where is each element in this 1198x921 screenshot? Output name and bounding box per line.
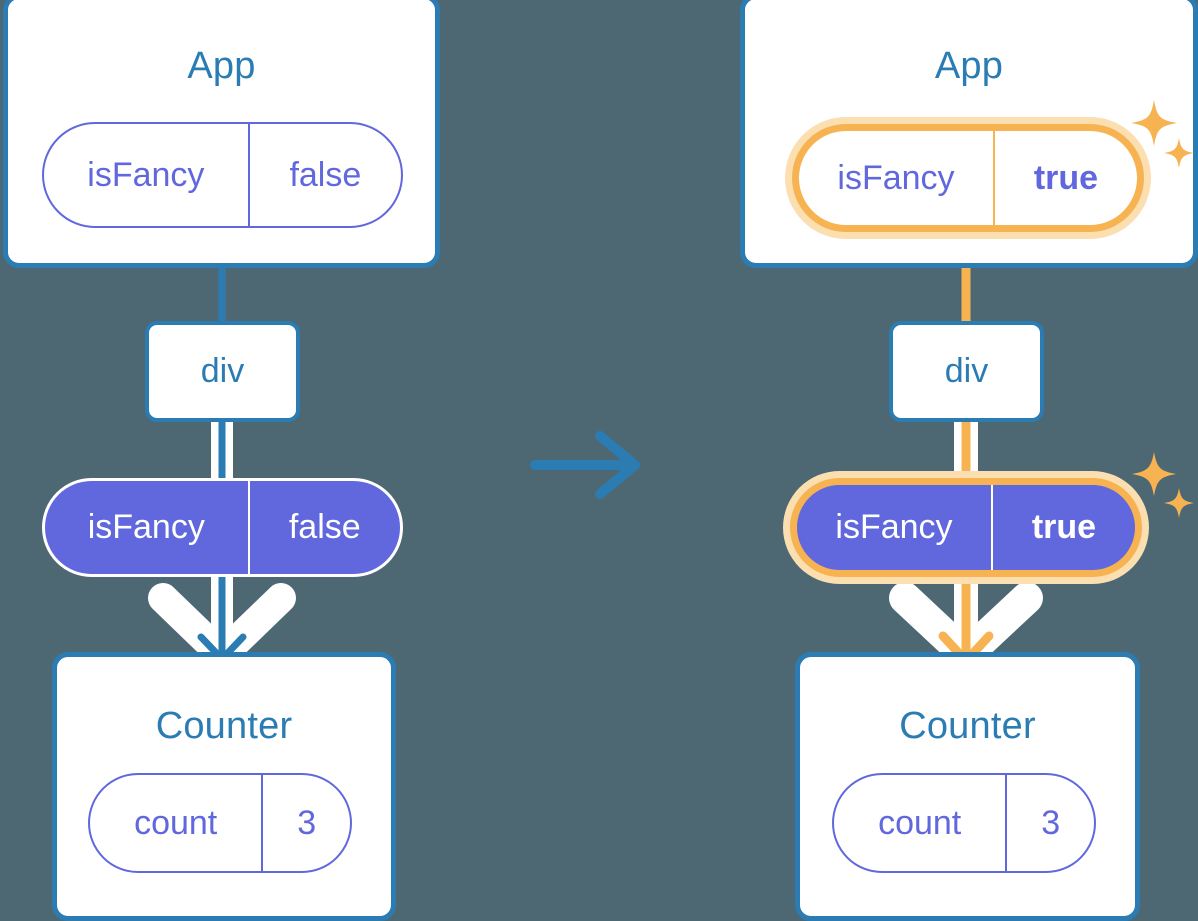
prop-value-before: false [247, 481, 400, 574]
sparkle-small-icon [1164, 488, 1194, 518]
transition-arrow-icon [530, 431, 640, 499]
counter-title-before: Counter [155, 705, 293, 747]
app-state-name-after: isFancy [837, 158, 955, 197]
app-state-value-after: true [992, 131, 1137, 225]
app-title-after: App [934, 45, 1004, 87]
dom-div-label-after: div [944, 352, 989, 390]
app-state-value-before: false [247, 124, 401, 226]
counter-state-pill-after[interactable]: count 3 [832, 773, 1096, 873]
counter-state-value-before: 3 [261, 775, 350, 871]
dom-div-label-before: div [200, 352, 245, 390]
dom-div-box-after[interactable]: div [889, 321, 1044, 422]
app-title-before: App [187, 45, 256, 87]
prop-value-after: true [990, 485, 1135, 570]
prop-name-after: isFancy [835, 508, 953, 546]
prop-name-before: isFancy [87, 508, 205, 546]
counter-state-name-before: count [134, 803, 218, 842]
prop-pill-after[interactable]: isFancy true [790, 478, 1142, 577]
app-state-pill-after[interactable]: isFancy true [792, 124, 1144, 232]
dom-div-box-before[interactable]: div [145, 321, 300, 422]
counter-state-name-after: count [878, 803, 962, 842]
counter-title-after: Counter [899, 705, 1036, 747]
app-state-name-before: isFancy [87, 155, 205, 194]
app-state-pill-before[interactable]: isFancy false [42, 122, 403, 228]
prop-pill-before[interactable]: isFancy false [42, 478, 403, 577]
counter-state-value-after: 3 [1005, 775, 1094, 871]
counter-state-pill-before[interactable]: count 3 [88, 773, 352, 873]
sparkle-large-icon [1132, 452, 1176, 496]
